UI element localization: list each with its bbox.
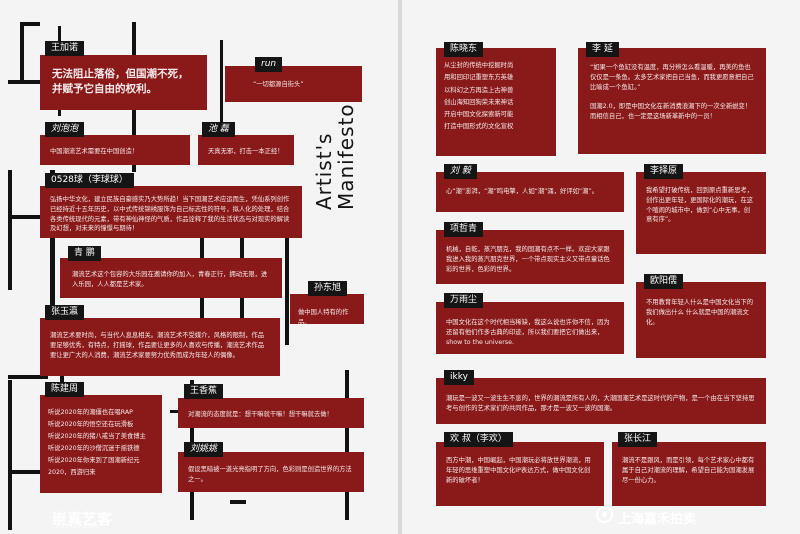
artist-name-label: 刘 毅	[444, 164, 477, 179]
entry-box: 潮流艺术这个包容的大乐园在邀请你的加入，青春正行，拥动无限，进入乐园，人人都是艺…	[60, 258, 282, 298]
artist-name-label: 刘泡泡	[45, 122, 85, 137]
entry-box: 中国文化在这个时代相当稀缺，我这么说也许你不信，因为还留有他们作多古典的印迹，所…	[436, 302, 624, 354]
artist-name-label: 万雨尘	[444, 293, 484, 308]
entry-box: “一切都源自街头”	[225, 66, 362, 102]
entry-text: 听说2020年的潮僵也在唱RAP 听说2020年的悟空还在玩滑板 听说2020年…	[48, 409, 146, 476]
artist-name-label: 池 磊	[202, 122, 235, 137]
entry-box: 西方中潮，中国崛起，中国潮玩必将放世界潮流，用年轻的思维重塑中国文化IP表达方式…	[436, 442, 604, 506]
entry-text: 从尘封的传统中挖掘时尚 用和回印记重塑东方英雄 以科幻之方再造上古神兽 创山海知…	[444, 62, 514, 131]
artist-name-label: 青 鹏	[68, 246, 101, 261]
entry-text: 无法阻止落俗，但国潮不死，并赋予它自由的权利。	[52, 68, 189, 96]
entry-text: “一切都源自街头”	[253, 81, 304, 88]
artist-name-label: 陈晓东	[444, 42, 484, 57]
entry-box: 天真无邪，打击一本正经！	[198, 135, 294, 165]
artist-name-label: run	[255, 57, 283, 72]
entry-text: 不用教育年轻人什么是中国文化当下的我们做出什么 什么就是中国的潮流文化。	[646, 299, 754, 326]
artist-name-label: 0528球（李球球）	[45, 173, 134, 188]
entry-text: 潮流艺术要时尚，与当代人息息相关。潮流艺术不受媒介，风格的限制，作品要足够优秀，…	[50, 332, 265, 359]
artist-name-label: 张长江	[618, 432, 658, 447]
entry-text: 潮流艺术这个包容的大乐园在邀请你的加入，青春正行，拥动无限，进入乐园，人人都是艺…	[72, 271, 268, 288]
entry-box: “如果一个鱼缸没有温度，再分辨怎么看温暖，再美的鱼也仅仅是一条鱼。太多艺术家把自…	[578, 48, 766, 154]
artist-name-label: 项哲青	[444, 222, 484, 237]
entry-box: 做中国人特有的作品。	[290, 294, 364, 324]
entry-box: 我希望打破传统，回到原点重新思考，创作出更年轻，更国际化的潮玩，在这个喧闹的城市…	[636, 172, 766, 254]
artist-name-label: ikky	[444, 370, 474, 385]
artist-name-label: 李 延	[586, 42, 619, 57]
artist-name-label: 王香蕉	[184, 384, 224, 399]
entry-text: 弘扬中华文化，建立民族自豪感实乃大势所趋！当下国潮艺术应运而生，凭仙系列创作已经…	[50, 196, 290, 233]
entry-text: 中国潮流艺术需要在中国创造！	[50, 148, 139, 155]
entry-text: 潮玩是一波又一波生生不息的，世界的潮流是所有人的，大潮国潮艺术是这时代的产物，是…	[446, 395, 755, 412]
zhenart-logo-sub: ZHEART.COM	[56, 524, 99, 530]
entry-box: 无法阻止落俗，但国潮不死，并赋予它自由的权利。	[40, 55, 207, 110]
entry-text: 中国文化在这个时代相当稀缺，我这么说也许你不信，因为还留有他们作多古典的印迹，所…	[446, 319, 610, 346]
entry-box: 不用教育年轻人什么是中国文化当下的我们做出什么 什么就是中国的潮流文化。	[636, 282, 766, 358]
wechat-icon	[596, 506, 613, 523]
entry-box: 从尘封的传统中挖掘时尚 用和回印记重塑东方英雄 以科幻之方再造上古神兽 创山海知…	[436, 48, 556, 156]
entry-text: “如果一个鱼缸没有温度，再分辨怎么看温暖，再美的鱼也仅仅是一条鱼。太多艺术家把自…	[590, 64, 754, 120]
entry-text: 天真无邪，打击一本正经！	[208, 148, 284, 155]
entry-text: 我希望打破传统，回到原点重新思考，创作出更年轻，更国际化的潮玩，在这个喧闹的城市…	[646, 187, 754, 224]
title-line1: Artist's	[312, 132, 336, 210]
entry-box: 假设黑暗被一道光亮指明了方向，色彩则是创造世界的方法之一。	[178, 452, 364, 492]
entry-box: 中国潮流艺术需要在中国创造！	[40, 135, 190, 165]
artist-name-label: 刘姚姚	[184, 442, 224, 457]
entry-box: 弘扬中华文化，建立民族自豪感实乃大势所趋！当下国潮艺术应运而生，凭仙系列创作已经…	[40, 186, 302, 238]
jiahe-auction-logo: 上海嘉禾拍卖	[618, 512, 697, 527]
entry-text: 潮流不是跟风，而是引领，每个艺术家心中都有属于自己对潮流的理解，希望自己能为国潮…	[622, 457, 755, 484]
entry-text: 机械，自乾，蒸汽朋克，我的国潮有点不一样。欢迎大家跟我进入我的蒸汽朋克世界，一个…	[446, 246, 610, 273]
entry-text: 心“潮”澎湃，“潮”鸣电擎，人如“潮”涌，好评如“潮”。	[446, 188, 599, 195]
entry-box: 听说2020年的潮僵也在唱RAP 听说2020年的悟空还在玩滑板 听说2020年…	[40, 395, 162, 493]
artist-name-label: 王加诺	[45, 41, 85, 56]
artist-name-label: 李择原	[644, 164, 684, 179]
zhenart-logo: 崇真艺客	[52, 510, 113, 528]
artist-name-label: 张玉瀛	[45, 305, 85, 320]
entry-box: 潮玩是一波又一波生生不息的，世界的潮流是所有人的，大潮国潮艺术是这时代的产物，是…	[436, 378, 766, 424]
entry-box: 潮流艺术要时尚，与当代人息息相关。潮流艺术不受媒介，风格的限制，作品要足够优秀，…	[40, 318, 280, 376]
artist-name-label: 孙东旭	[308, 281, 348, 296]
artist-name-label: 陈建周	[45, 382, 85, 397]
entry-text: 假设黑暗被一道光亮指明了方向，色彩则是创造世界的方法之一。	[188, 466, 352, 483]
entry-box: 潮流不是跟风，而是引领，每个艺术家心中都有属于自己对潮流的理解，希望自己能为国潮…	[612, 442, 766, 506]
title-line2: Manifesto	[334, 103, 358, 210]
entry-text: 对潮流的态度就是：想干嘛就干嘛！想干嘛就去做！	[188, 411, 333, 418]
entry-box: 对潮流的态度就是：想干嘛就干嘛！想干嘛就去做！	[178, 398, 364, 428]
entry-text: 做中国人特有的作品。	[298, 309, 349, 324]
entry-box: 机械，自乾，蒸汽朋克，我的国潮有点不一样。欢迎大家跟我进入我的蒸汽朋克世界，一个…	[436, 230, 624, 284]
artist-name-label: 欧阳儒	[644, 274, 684, 289]
entry-text: 西方中潮，中国崛起，中国潮玩必将放世界潮流，用年轻的思维重塑中国文化IP表达方式…	[446, 457, 591, 484]
artist-name-label: 欢 叔（李欢）	[444, 432, 513, 447]
